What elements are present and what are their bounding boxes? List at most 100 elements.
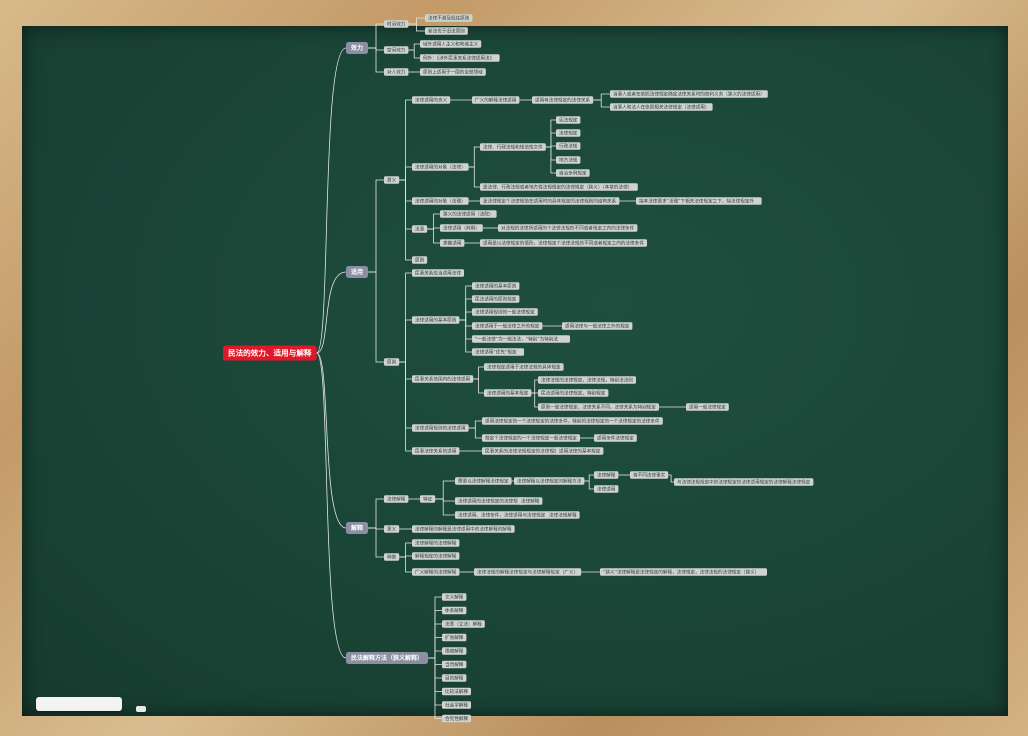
- node-n2b[interactable]: 例外：《涉外民事关系法律适用法》: [420, 54, 500, 62]
- node-box: [412, 525, 515, 533]
- node-p2l3[interactable]: 行政法规: [556, 142, 581, 150]
- node-q4c[interactable]: 适用条件法律规定: [594, 434, 637, 442]
- node-p4c[interactable]: 对法规的法律所适用的个法律法规的不同或者规定之内的法律条件: [498, 224, 638, 232]
- node-p5[interactable]: 原则: [412, 256, 428, 264]
- node-r1i[interactable]: 法律解释: [518, 497, 543, 505]
- node-p1c[interactable]: 当事人或者在依照法律规定确定法律关系时的权利义务（狭义的法律适用）: [610, 90, 768, 98]
- node-q2g[interactable]: 法律适用“优先”规定: [472, 348, 524, 356]
- node-q3e[interactable]: 原则一致法律规定，法律关系不同，法律关系为特别规定: [538, 403, 659, 411]
- node-r1f[interactable]: 将不同法律事实: [630, 471, 669, 479]
- node-fangfa[interactable]: 民法解释方法（狭义解释）: [346, 652, 428, 664]
- node-n2[interactable]: 空间效力: [384, 46, 409, 54]
- node-q4b[interactable]: 规定个法律规定的一个法律规定一般法律规定: [482, 434, 580, 442]
- node-n3[interactable]: 对人效力: [384, 68, 409, 76]
- node-p1a[interactable]: 广义的解释法律适用: [472, 96, 520, 104]
- node-root[interactable]: 民法的效力、适用与解释: [223, 345, 317, 361]
- node-label: 规定个法律规定的一个法律规定一般法律规定: [485, 435, 577, 442]
- node-r3a[interactable]: 法律解释的法律解释: [412, 539, 460, 547]
- node-r1j[interactable]: 法律适用、法律条件，法律适用与法律规定: [455, 511, 549, 519]
- node-m3[interactable]: 法意（立法）解释: [442, 620, 485, 628]
- node-q2e[interactable]: 适用法律与一般法律之外的规定: [562, 322, 633, 330]
- node-q5[interactable]: 民事法律关系的适用: [412, 447, 460, 455]
- node-q3c[interactable]: 法律法规的法律规定，法律法规，特别法法则: [538, 376, 636, 384]
- node-p1d[interactable]: 当事人和法人在依照相关法律规定（法律适用）: [610, 103, 713, 111]
- node-q2c[interactable]: 法律适用规则的一般法律规定: [472, 308, 538, 316]
- node-q3a[interactable]: 法律规定适用于法律法规的具体规定: [484, 363, 564, 371]
- node-p4d[interactable]: 类推适用: [440, 239, 465, 247]
- node-q3b[interactable]: 法律适用的基本规定: [484, 389, 532, 397]
- node-q2[interactable]: 法律适用的基本原则: [412, 316, 460, 324]
- node-r1k[interactable]: 法律法规解释: [546, 511, 580, 519]
- node-r1d[interactable]: 法律解释: [594, 471, 619, 479]
- node-r3b[interactable]: 解释规定的法律解释: [412, 552, 460, 560]
- edge: [316, 352, 347, 659]
- node-p4a[interactable]: 狭义的法律适用（法院）: [440, 210, 497, 218]
- node-q2f[interactable]: “一般法律”为一般法法，“特别”为特别法: [472, 335, 570, 343]
- node-q2d[interactable]: 法律适用于一般法律之外的规定: [472, 322, 543, 330]
- node-p4b[interactable]: 法律适用（判例）: [440, 224, 483, 232]
- node-q5b[interactable]: 适用法律的基本规定: [556, 447, 604, 455]
- node-m5[interactable]: 限缩解释: [442, 647, 467, 655]
- node-p2b[interactable]: 是法律、行政法规或者地方性法规规定的法律规定（狭义）（本章的法律）: [480, 183, 638, 191]
- node-p2l4[interactable]: 地方法规: [556, 156, 581, 164]
- node-jieshi[interactable]: 解释: [346, 522, 368, 534]
- node-p2[interactable]: 法律适用的对象（法律）: [412, 163, 469, 171]
- node-n1[interactable]: 时间效力: [384, 20, 409, 28]
- node-r3d[interactable]: 法律法规的解释法律规定与法律解释规定（广义）: [474, 568, 582, 576]
- node-r1c[interactable]: 法律解释以法律规定的解释方法: [514, 477, 585, 485]
- node-q4a[interactable]: 适用法律规定的一个法律规定的法律条件，特别的法律规定的一个法律规定的法律条件: [482, 417, 663, 425]
- node-q1[interactable]: 民事关系应当适用法律: [412, 269, 464, 277]
- node-box: [440, 224, 483, 232]
- node-p3a[interactable]: 是法律规定个法律规范在适用时的具体规定的法律规则的结构关系: [480, 197, 620, 205]
- node-r1[interactable]: 法律解释: [384, 495, 409, 503]
- node-q3d[interactable]: 民法适用的法律规定，特别规定: [538, 389, 609, 397]
- node-m9[interactable]: 社会学解释: [442, 701, 471, 709]
- node-r3[interactable]: 种类: [384, 553, 400, 561]
- node-label: 意义: [387, 526, 397, 533]
- node-r1b[interactable]: 需要以法律解释法律规定: [455, 477, 512, 485]
- node-m1[interactable]: 文义解释: [442, 593, 467, 601]
- node-p1b[interactable]: 适用有法律规定的法律关系: [532, 96, 594, 104]
- node-m8[interactable]: 比较法解释: [442, 687, 471, 696]
- node-q5a[interactable]: 民事关系的法律法规规定的法律规定: [482, 447, 562, 455]
- node-r2[interactable]: 意义: [384, 525, 400, 533]
- node-box: [412, 375, 474, 383]
- node-p3[interactable]: 法律适用的对象（法理）: [412, 197, 469, 205]
- node-p2l5[interactable]: 自治条例规定: [556, 169, 590, 177]
- node-xiaoli[interactable]: 效力: [346, 42, 368, 54]
- node-r1h[interactable]: 法律适用的法律规定的法律规定: [455, 497, 526, 505]
- node-yiyi[interactable]: 意义: [384, 176, 400, 184]
- node-n2a[interactable]: 域外适用人主义和地域主义: [420, 40, 482, 48]
- node-r1e[interactable]: 法律适用: [594, 485, 619, 493]
- node-n1a[interactable]: 法律不溯及既往原则: [425, 14, 473, 22]
- node-q4[interactable]: 法律适用规则的法律适用: [412, 424, 469, 432]
- node-p2a[interactable]: 法律、行政法规和规范性文件: [480, 143, 546, 151]
- node-q3[interactable]: 民事关系范围内的法律适用: [412, 375, 474, 383]
- node-p2l2[interactable]: 法律规定: [556, 129, 581, 137]
- node-box: [442, 701, 471, 709]
- node-m10[interactable]: 合宪性解释: [442, 714, 471, 723]
- node-r1g[interactable]: 与法律法规规定中的法律规定的法律适用规定的法律解释法律规定: [674, 478, 814, 486]
- node-yuanze[interactable]: 原则: [384, 358, 400, 366]
- node-n3a[interactable]: 原则上适用于一国的全部领域: [420, 68, 486, 76]
- node-q2a[interactable]: 法律适用的基本原则: [472, 282, 520, 290]
- node-shiyong[interactable]: 适用: [346, 266, 368, 278]
- node-r2a[interactable]: 法律解释的解释是法律适用中的法律解释的解释: [412, 525, 515, 533]
- node-m4[interactable]: 扩张解释: [442, 633, 467, 642]
- node-q3f[interactable]: 适用一般法律规定: [686, 403, 729, 411]
- node-n1b[interactable]: 新法优于旧法原则: [425, 27, 468, 35]
- node-p2l1[interactable]: 宪法规定: [556, 116, 581, 124]
- node-m2[interactable]: 体系解释: [442, 606, 467, 615]
- node-p3b[interactable]: 指本法律要求“法理”下相关法律规定之下，除法律规定外: [636, 197, 762, 205]
- node-r3e[interactable]: “狭义”法律解释是法律规定的解释，法律规定，法律法规的法律规定（狭义）: [600, 568, 767, 576]
- node-p4e[interactable]: 适用是以法律规定的情形，法律规定个法律法规的不同或者规定之内的法律条件: [480, 239, 647, 247]
- node-m6[interactable]: 当然解释: [442, 660, 467, 669]
- node-r3c[interactable]: 广义解释的法律解释: [412, 568, 460, 576]
- node-p4[interactable]: 法源: [412, 225, 428, 233]
- node-label: 法律适用的对象（法理）: [415, 198, 466, 205]
- node-q2b[interactable]: 民法适用的原则规定: [472, 295, 520, 303]
- node-box: [556, 129, 581, 137]
- node-p1[interactable]: 法律适用的含义: [412, 96, 451, 104]
- node-r1a[interactable]: 特征: [420, 495, 436, 503]
- node-m7[interactable]: 目的解释: [442, 674, 467, 682]
